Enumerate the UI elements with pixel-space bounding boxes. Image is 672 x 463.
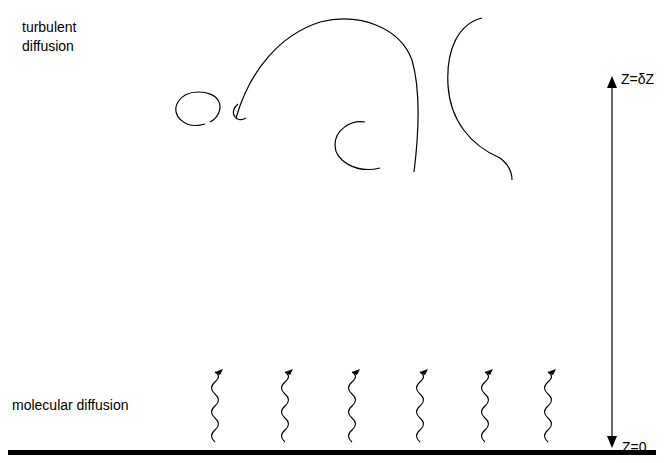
eddy-curve (176, 92, 220, 125)
arrow-head (607, 76, 617, 88)
wiggle (545, 369, 557, 442)
arrow-head (607, 436, 617, 448)
ground-surface (8, 450, 656, 455)
wiggle (282, 369, 294, 442)
wiggle (212, 369, 224, 442)
wiggle (349, 369, 361, 442)
height-arrow (607, 76, 617, 448)
region-label: molecular diffusion (12, 396, 162, 415)
region-label: turbulent diffusion (22, 18, 102, 56)
wiggle (417, 369, 429, 442)
height-label: Z=0 (622, 438, 668, 457)
eddy-curve (233, 19, 418, 172)
molecular-wiggles (212, 369, 557, 442)
wiggle (482, 369, 494, 442)
height-label: Z=δZ (621, 70, 669, 89)
arrow-shaft (611, 86, 612, 438)
eddy-curve (448, 18, 512, 180)
eddies (176, 18, 512, 180)
eddy-curve (335, 122, 380, 170)
